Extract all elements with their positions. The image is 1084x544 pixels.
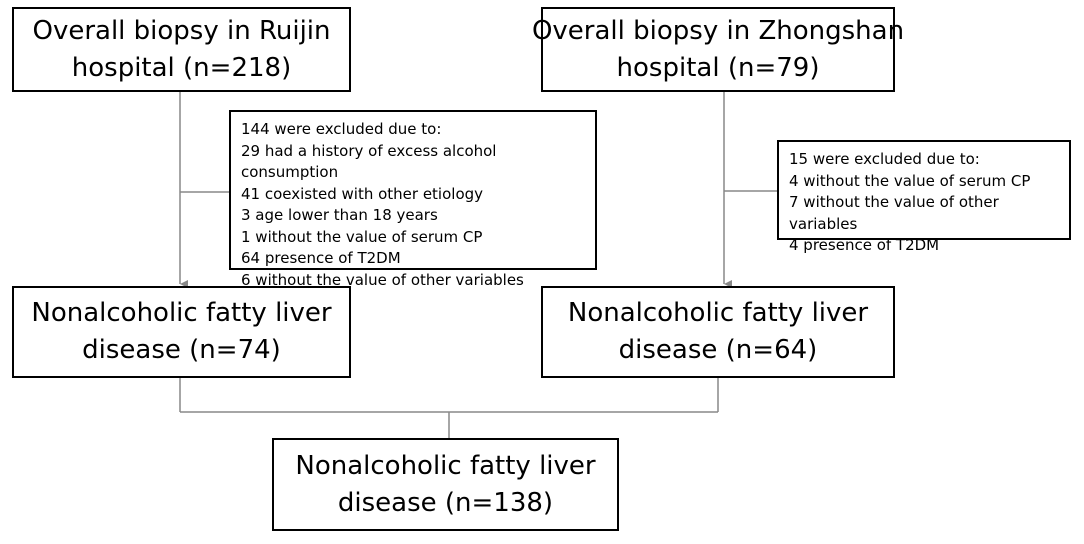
exclusion-zhongshan-line: 15 were excluded due to: xyxy=(789,150,980,168)
exclusion-ruijin-line: 29 had a history of excess alcohol consu… xyxy=(241,141,497,182)
box-zhongshan-line2: hospital (n=79) xyxy=(616,52,820,83)
exclusion-ruijin-line: 1 without the value of serum CP xyxy=(241,227,483,246)
box-nafld-total-line1: Nonalcoholic fatty liver xyxy=(295,450,596,481)
box-nafld-total: Nonalcoholic fatty liver disease (n=138) xyxy=(272,438,619,531)
box-nafld-ruijin-line1: Nonalcoholic fatty liver xyxy=(31,298,332,328)
box-exclusion-zhongshan: 15 were excluded due to: 4 without the v… xyxy=(777,140,1071,254)
box-zhongshan-line1: Overall biopsy in Zhongshan xyxy=(531,15,905,46)
exclusion-ruijin-line: 144 were excluded due to: xyxy=(241,120,442,138)
box-nafld-total-line2: disease (n=138) xyxy=(337,487,554,518)
box-exclusion-ruijin: 144 were excluded due to: 29 had a histo… xyxy=(229,110,597,289)
box-zhongshan-biopsy: Overall biopsy in Zhongshan hospital (n=… xyxy=(532,7,904,92)
exclusion-ruijin-line: 64 presence of T2DM xyxy=(241,249,401,267)
exclusion-ruijin-line: 3 age lower than 18 years xyxy=(241,206,438,224)
box-nafld-zhongshan-line1: Nonalcoholic fatty liver xyxy=(567,298,869,328)
exclusion-zhongshan-line: 7 without the value of other variables xyxy=(789,193,999,233)
box-ruijin-line1: Overall biopsy in Ruijin xyxy=(32,15,331,46)
box-nafld-ruijin: Nonalcoholic fatty liver disease (n=74) xyxy=(12,286,351,378)
exclusion-zhongshan-line: 4 presence of T2DM xyxy=(789,236,940,254)
exclusion-ruijin-line: 6 without the value of other variables xyxy=(241,270,524,289)
box-nafld-zhongshan: Nonalcoholic fatty liver disease (n=64) xyxy=(541,286,895,378)
exclusion-zhongshan-line: 4 without the value of serum CP xyxy=(789,171,1031,190)
exclusion-ruijin-line: 41 coexisted with other etiology xyxy=(241,184,484,203)
box-ruijin-biopsy: Overall biopsy in Ruijin hospital (n=218… xyxy=(12,7,351,92)
box-nafld-zhongshan-line2: disease (n=64) xyxy=(618,335,818,365)
box-ruijin-line2: hospital (n=218) xyxy=(71,52,292,83)
box-nafld-ruijin-line2: disease (n=74) xyxy=(82,335,281,365)
